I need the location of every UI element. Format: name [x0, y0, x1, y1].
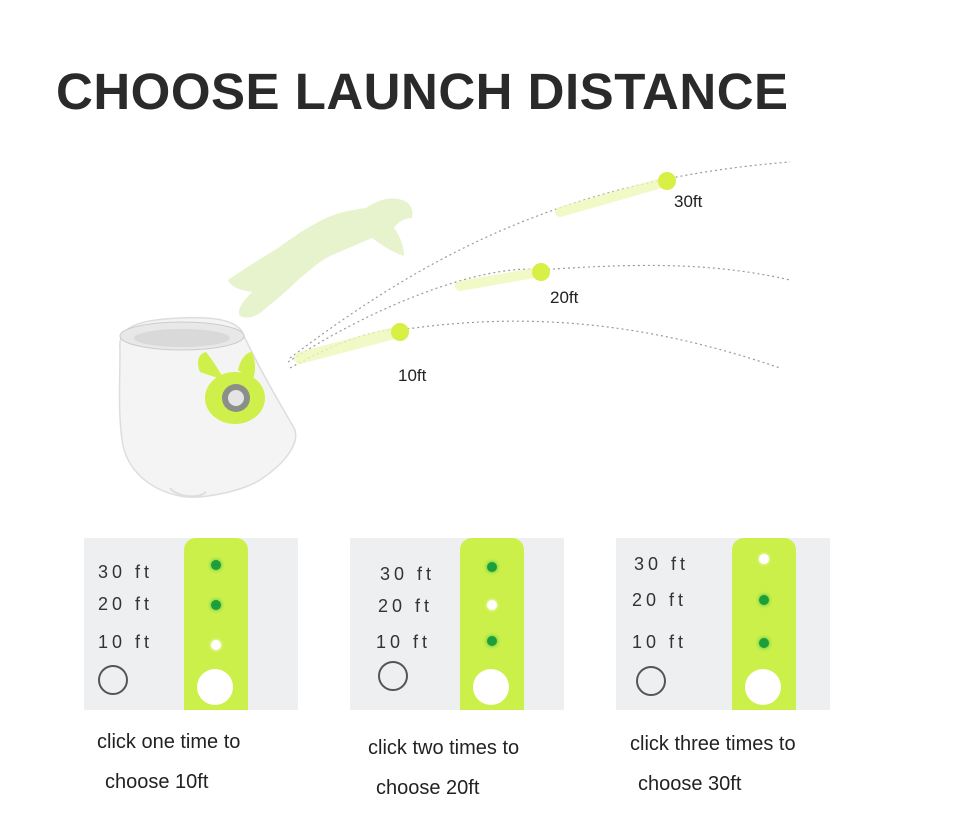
- label-30ft: 30 ft: [634, 554, 690, 574]
- label-20ft: 20 ft: [378, 596, 434, 616]
- caption-1-line2: choose 10ft: [105, 771, 209, 793]
- launcher-device: [118, 316, 297, 498]
- label-30ft: 30 ft: [98, 562, 154, 582]
- caption-3-line2: choose 30ft: [638, 773, 742, 795]
- caption-3-line1: click three times to: [630, 733, 796, 755]
- launch-button[interactable]: [473, 669, 509, 705]
- ball-20ft: [532, 263, 550, 281]
- control-panel-3: 30 ft 20 ft 10 ft: [616, 538, 830, 710]
- label-10ft: 10 ft: [632, 632, 688, 652]
- caption-2-line2: choose 20ft: [376, 777, 480, 799]
- indicator-strip: [184, 538, 248, 710]
- label-10ft: 10 ft: [376, 632, 432, 652]
- launch-button[interactable]: [745, 669, 781, 705]
- led-10ft: [211, 640, 221, 650]
- caption-3: click three times to choose 30ft: [630, 724, 796, 804]
- distance-label-10ft: 10ft: [398, 366, 427, 385]
- label-20ft: 20 ft: [98, 594, 154, 614]
- distance-label-30ft: 30ft: [674, 192, 703, 211]
- page-title: CHOOSE LAUNCH DISTANCE: [56, 63, 789, 120]
- led-30ft: [211, 560, 221, 570]
- launch-illustration: [118, 161, 791, 498]
- indicator-strip: [732, 538, 796, 710]
- led-20ft: [211, 600, 221, 610]
- led-10ft: [487, 636, 497, 646]
- dog-silhouette: [228, 198, 413, 318]
- led-10ft: [759, 638, 769, 648]
- launch-button[interactable]: [197, 669, 233, 705]
- power-icon: [98, 665, 128, 695]
- indicator-strip: [460, 538, 524, 710]
- caption-2: click two times to choose 20ft: [368, 728, 519, 808]
- caption-1: click one time to choose 10ft: [97, 722, 240, 802]
- led-20ft: [759, 595, 769, 605]
- distance-label-20ft: 20ft: [550, 288, 579, 307]
- led-30ft: [487, 562, 497, 572]
- led-30ft: [759, 554, 769, 564]
- ball-10ft: [391, 323, 409, 341]
- label-10ft: 10 ft: [98, 632, 154, 652]
- caption-1-line1: click one time to: [97, 731, 241, 753]
- control-panel-1: 30 ft 20 ft 10 ft: [84, 538, 298, 710]
- caption-2-line1: click two times to: [368, 737, 520, 759]
- label-20ft: 20 ft: [632, 590, 688, 610]
- ball-30ft: [658, 172, 676, 190]
- label-30ft: 30 ft: [380, 564, 436, 584]
- control-panel-2: 30 ft 20 ft 10 ft: [350, 538, 564, 710]
- power-icon: [378, 661, 408, 691]
- led-20ft: [487, 600, 497, 610]
- power-icon: [636, 666, 666, 696]
